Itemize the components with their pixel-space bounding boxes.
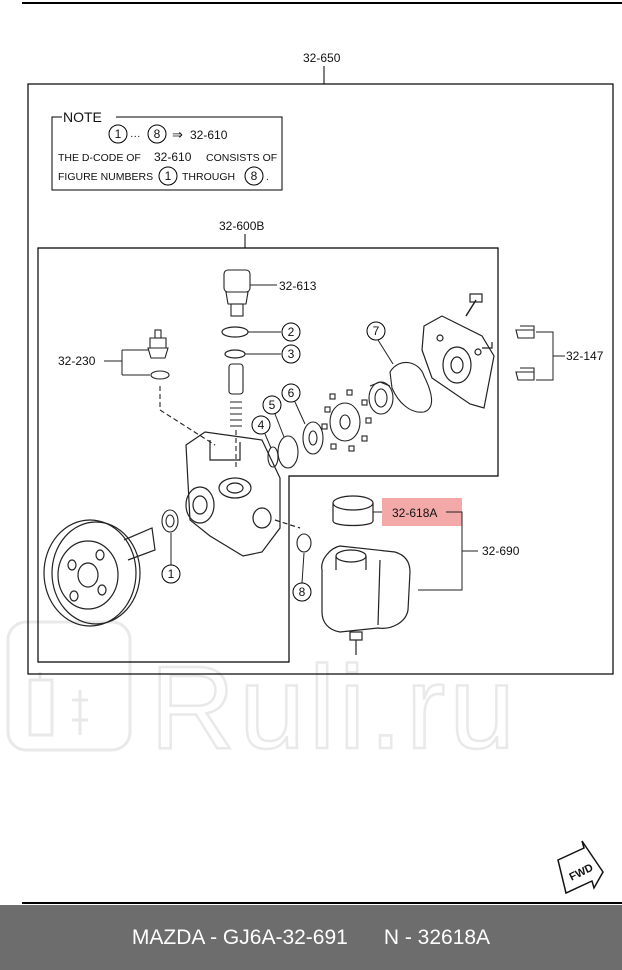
subassembly-label: 32-600B [219,219,264,233]
footer-diagram-code: N - 32618A [383,925,491,949]
label-32-690: 32-690 [482,544,520,558]
watermark-text: Ruli.ru [150,642,519,774]
label-32-147: 32-147 [566,349,604,363]
note-line2-prefix: THE D-CODE OF [58,152,141,164]
cam-ring [368,381,394,415]
note-circle-1b: 1 [165,169,172,183]
pulley [43,519,156,627]
o-ring-2 [221,326,249,338]
o-ring-5 [277,435,299,469]
reservoir-cap [332,495,374,527]
figure-1: 1 [168,567,175,581]
note-circle-8b: 8 [251,169,258,183]
note-code: 32-610 [190,128,228,142]
rotor-vanes [321,389,372,452]
footer-part-number: MAZDA - GJ6A-32-691 [131,925,348,949]
note-line3-prefix: FIGURE NUMBERS [58,171,153,183]
note-box: NOTE 1 ··· 8 ⇒ 32-610 THE D-CODE OF 32-6… [51,109,283,191]
figure-6: 6 [288,386,295,400]
gasket [389,361,433,413]
parts-diagram: Ruli.ru 32-650 NOTE 1 ··· 8 ⇒ 32-610 THE… [6,2,622,904]
note-line3-end: . [266,171,269,183]
label-32-613: 32-613 [279,279,317,293]
figure-4: 4 [258,418,265,432]
label-32-618A: 32-618A [392,506,437,520]
note-line2-suffix: CONSISTS OF [206,152,277,164]
figure-3: 3 [288,347,295,361]
fwd-arrow: FWD [557,840,604,895]
pump-body [185,431,301,557]
note-line3-through: THROUGH [182,171,235,183]
note-circle-1: 1 [115,127,122,141]
note-heading: NOTE [63,109,102,125]
subassembly-box [37,247,499,663]
note-line2-code: 32-610 [154,150,192,164]
label-32-230: 32-230 [58,354,96,368]
pressure-switch [147,329,216,446]
footer-bar: MAZDA - GJ6A-32-691 N - 32618A [0,905,622,970]
o-ring-3 [224,349,246,359]
side-plate [302,421,324,455]
assembly-box [27,83,614,675]
oil-seal [161,509,179,533]
flow-valve [228,363,244,470]
figure-5: 5 [269,398,276,412]
note-circle-8: 8 [154,127,161,141]
rear-housing [421,293,495,409]
figure-7: 7 [373,324,380,338]
banjo-fitting [223,269,277,317]
reservoir-tank [321,545,411,655]
figure-2: 2 [288,325,295,339]
watermark: Ruli.ru [6,620,519,775]
figure-8: 8 [299,585,306,599]
note-arrow: ⇒ [172,127,183,142]
assembly-label: 32-650 [303,51,341,65]
clips [515,325,535,381]
note-dots: ··· [130,130,141,142]
o-ring-8 [296,533,312,553]
